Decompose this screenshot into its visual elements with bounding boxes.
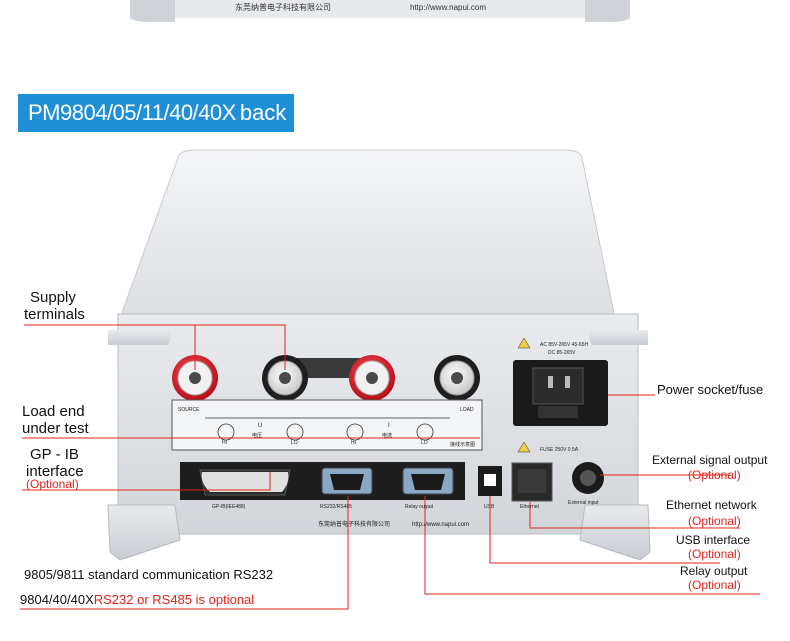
- annotation-relay-optional: (Optional): [688, 578, 741, 592]
- usb-port-label: USB: [484, 504, 495, 510]
- annotation-ext-signal: External signal output: [652, 453, 768, 467]
- annotation-supply-2: terminals: [24, 306, 85, 323]
- annotation-load-1: Load end: [22, 403, 85, 420]
- annotation-rs232-standard: 9805/9811 standard communication RS232: [24, 567, 274, 582]
- lo-label-2: LO: [421, 440, 428, 446]
- top-unit: 东莞纳普电子科技有限公司 http://www.napui.com: [130, 0, 630, 22]
- annotation-gpib-2: interface: [26, 463, 84, 480]
- annotation-rs232-red: RS232 or RS485 is optional: [93, 592, 255, 607]
- annotation-rs232-prefix: 9804/40/40X: [20, 592, 94, 607]
- input-rating: AC 85V-265V 45-65H: [540, 342, 588, 348]
- hi-label-2: HI: [351, 440, 356, 446]
- lo-label-1: LO: [291, 440, 298, 446]
- banner-model: PM9804/05/11/40/40X: [28, 100, 236, 125]
- annotation-relay: Relay output: [680, 564, 748, 578]
- current-symbol: I: [388, 423, 390, 429]
- annotation-supply-1: Supply: [30, 289, 76, 306]
- callout-lines: [20, 324, 760, 610]
- annotation-power: Power socket/fuse: [657, 382, 764, 397]
- load-label: LOAD: [460, 407, 474, 413]
- gpib-port-label: GP-IB(IEE488): [212, 504, 246, 510]
- top-url-text: http://www.napui.com: [410, 3, 486, 12]
- rs232-port-label: RS232/RS485: [320, 504, 352, 510]
- annotation-ethernet: Ethernet network: [666, 498, 757, 512]
- voltage-symbol: U: [258, 423, 262, 429]
- annotation-rs232-optional: 9804/40/40XRS232 or RS485 is optional: [20, 592, 254, 607]
- hi-label-1: HI: [222, 440, 227, 446]
- voltage-label: 电压: [252, 432, 262, 439]
- io-panel: GP-IB(IEE488) RS232/RS485 Relay output U…: [180, 462, 604, 528]
- power-socket: AC 85V-265V 45-65H DC 85-265V FUSE 250V …: [513, 337, 608, 453]
- banner-suffix: back: [239, 100, 287, 125]
- wiring-label-strip: SOURCE LOAD HI LO HI LO U 电压 I 电流 接线示意图: [171, 399, 483, 451]
- annotation-usb: USB interface: [676, 533, 751, 547]
- current-label: 电流: [382, 432, 392, 439]
- supply-terminals: [172, 355, 480, 401]
- fuse-rating: FUSE 250V 0.5A: [540, 447, 579, 453]
- top-company-text: 东莞纳普电子科技有限公司: [235, 2, 331, 12]
- model-banner: PM9804/05/11/40/40X back: [18, 94, 294, 132]
- url-text: http://www.napui.com: [412, 522, 469, 528]
- source-label: SOURCE: [178, 407, 200, 413]
- annotation-gpib-optional: (Optional): [26, 477, 79, 491]
- dc-rating: DC 85-265V: [548, 350, 576, 356]
- annotation-gpib-1: GP - IB: [30, 446, 79, 463]
- annotation-load-2: under test: [22, 420, 89, 437]
- company-text: 东莞纳普电子科技有限公司: [318, 520, 390, 528]
- annotation-ethernet-optional: (Optional): [688, 514, 741, 528]
- annotation-usb-optional: (Optional): [688, 547, 741, 561]
- annotation-ext-signal-optional: (Optional): [688, 468, 741, 482]
- external-input-label: External input: [568, 500, 599, 506]
- wiring-diagram-label: 接线示意图: [450, 441, 475, 448]
- relay-port-label: Relay output: [405, 504, 434, 510]
